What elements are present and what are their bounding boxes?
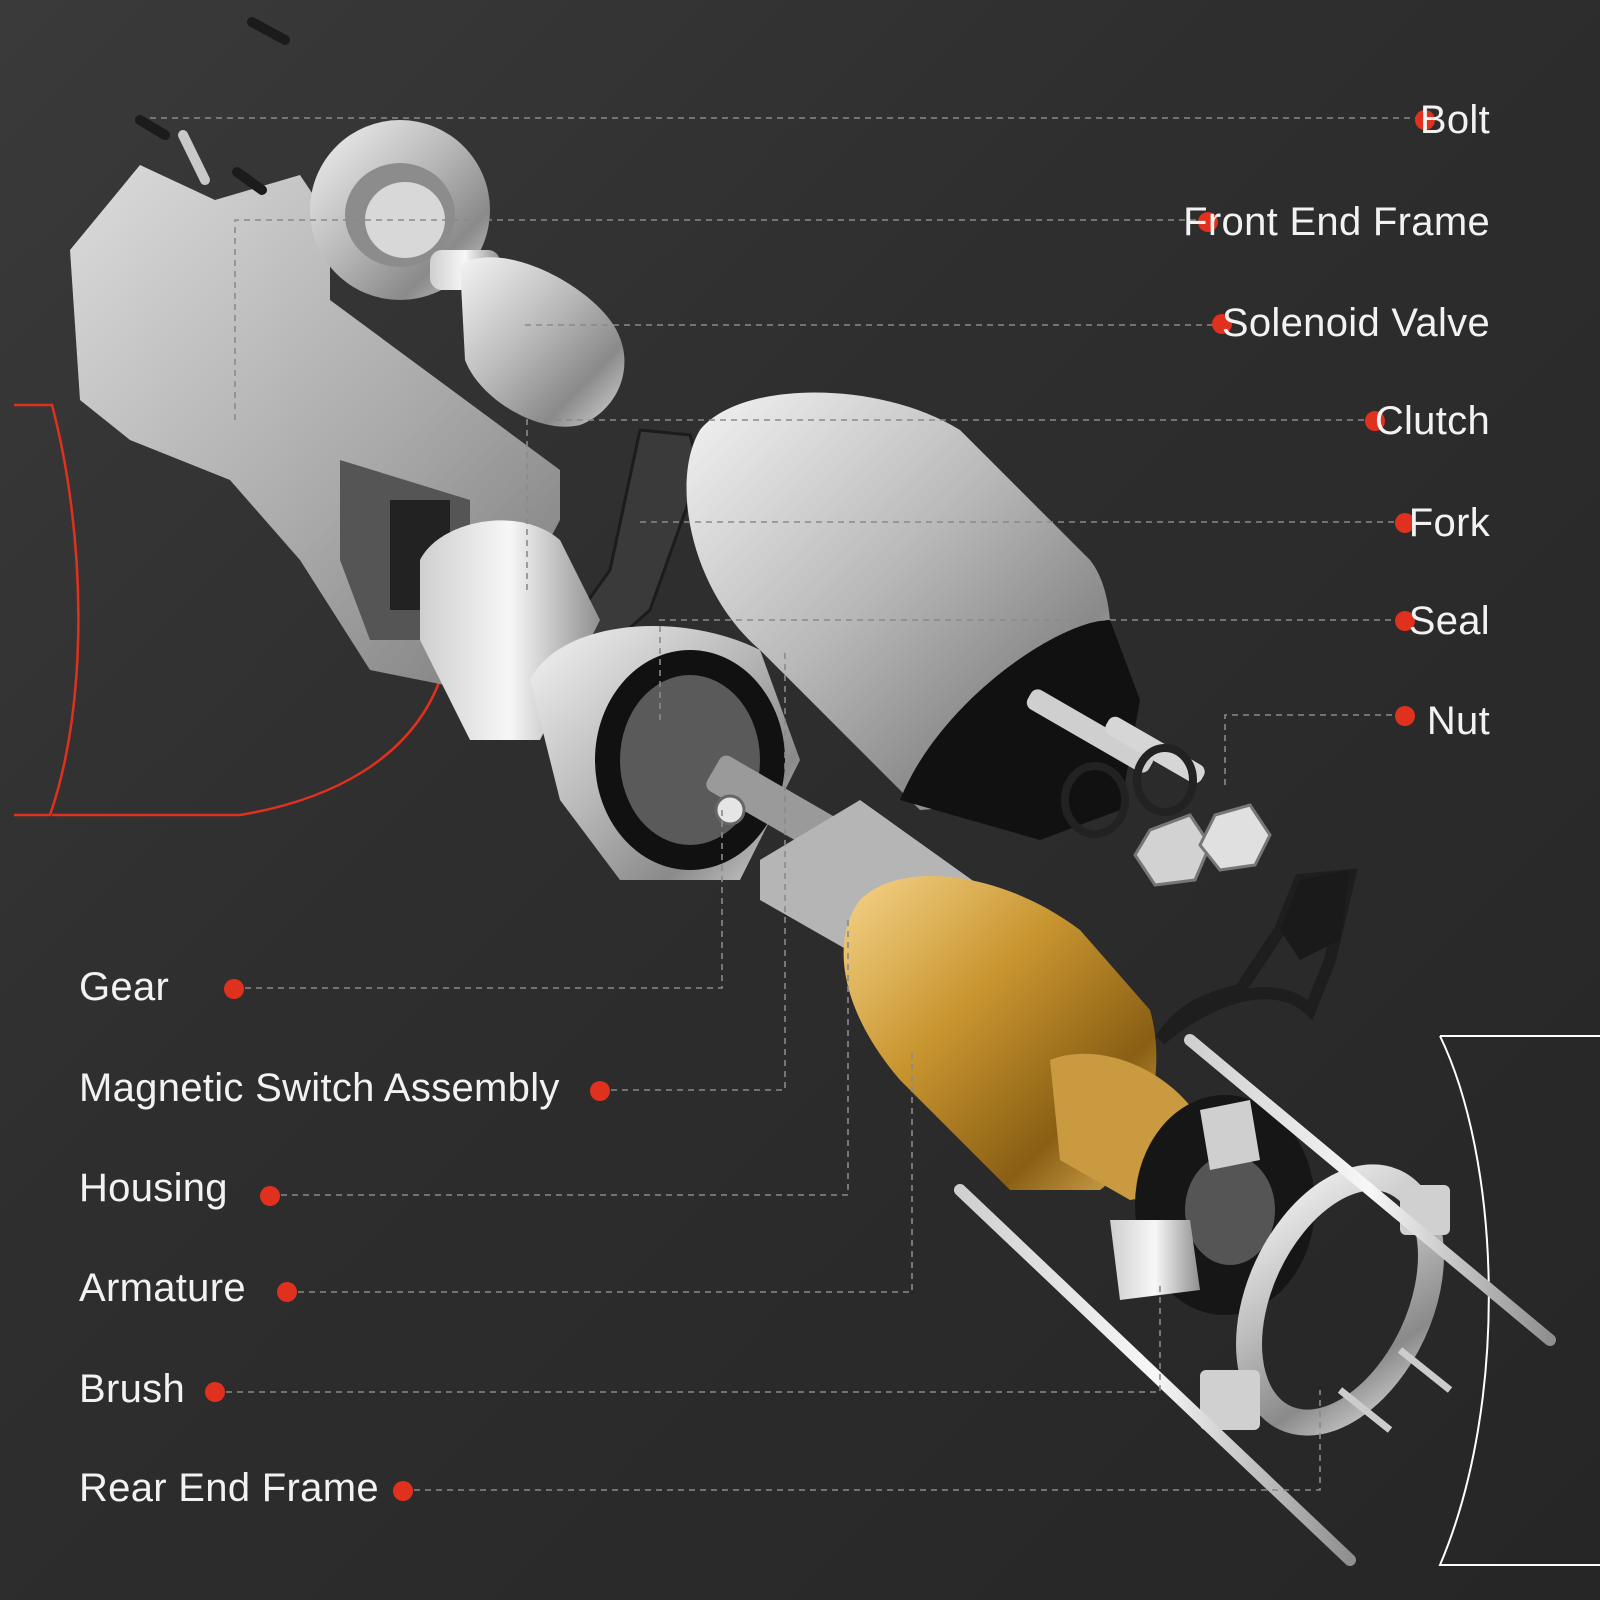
dot-housing [260,1186,280,1206]
label-bolt: Bolt [1419,98,1490,142]
leader-front-end-frame [234,219,1208,420]
leader-seal [659,619,1405,720]
dot-solenoid-valve [1212,314,1232,334]
leader-lines [150,117,1425,1491]
dot-nut [1395,706,1415,726]
label-nut: Nut [1426,699,1490,743]
label-brush: Brush [79,1367,185,1411]
dot-bolt [1415,110,1435,130]
dot-brush [205,1382,225,1402]
nut-part [1061,744,1272,887]
label-solenoid-valve: Solenoid Valve [1221,301,1490,345]
label-seal: Seal [1408,599,1490,643]
leader-nut [1224,714,1405,785]
leader-gear [234,810,723,989]
dot-gear [224,979,244,999]
dot-rear-end-frame [393,1481,413,1501]
dot-seal [1395,611,1415,631]
bolt-part [135,17,290,195]
label-armature: Armature [79,1266,246,1310]
accent-curve-left [52,679,442,817]
accent-arc-right [1438,1035,1600,1566]
label-clutch: Clutch [1374,399,1490,443]
leader-rear-end-frame [403,1390,1321,1491]
label-rear-end-frame: Rear End Frame [79,1466,379,1510]
label-fork: Fork [1408,501,1490,545]
dot-armature [277,1282,297,1302]
rear-end-frame-part [954,1034,1556,1566]
leader-brush [215,1285,1161,1393]
label-gear: Gear [79,965,170,1009]
label-housing: Housing [79,1166,228,1210]
dot-fork [1395,513,1415,533]
magnetic-switch-part [686,392,1205,840]
leader-housing [270,920,849,1196]
label-front-end-frame: Front End Frame [1183,200,1490,244]
dot-clutch [1365,411,1385,431]
solenoid-valve-part [430,250,625,427]
dot-front-end-frame [1198,212,1218,232]
accent-arc-left [14,403,80,817]
leader-clutch [526,419,1375,590]
dot-magnetic-switch-assembly [590,1081,610,1101]
label-magnetic-switch-assembly: Magnetic Switch Assembly [79,1066,560,1110]
leader-magnetic-switch [600,650,786,1091]
leader-armature [287,1050,913,1293]
